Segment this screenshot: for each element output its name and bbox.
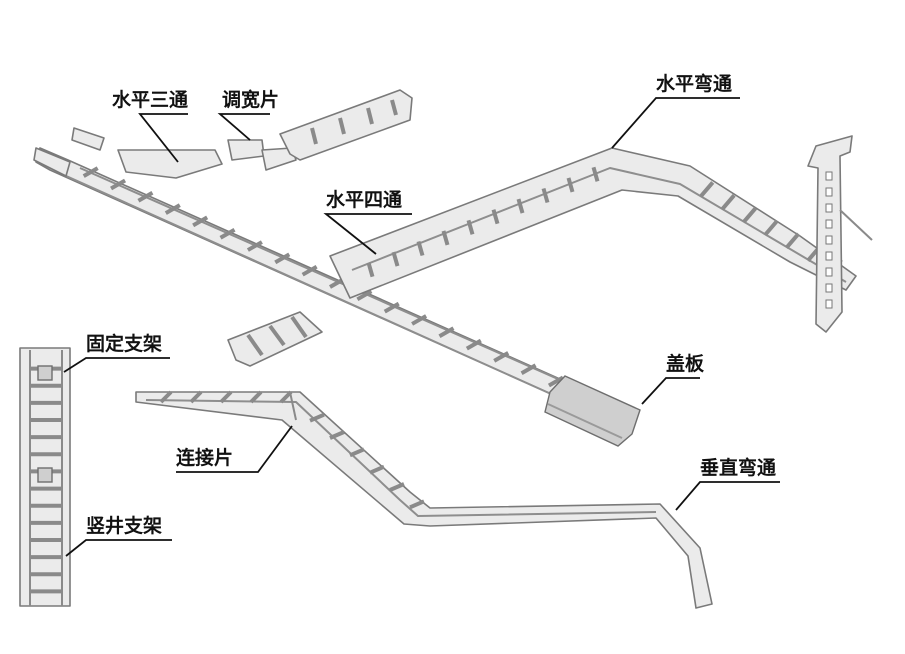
right-vertical-post xyxy=(807,135,873,333)
label-horizontal-cross: 水平四通 xyxy=(326,189,403,211)
ladder-rung xyxy=(301,264,318,277)
ladder-rung xyxy=(416,240,425,257)
ladder-rung xyxy=(466,219,475,235)
label-cover-plate: 盖板 xyxy=(666,352,705,375)
ladder-rung xyxy=(82,166,99,178)
leader-horizontal-cross xyxy=(323,213,412,255)
elbow-ladder-tray xyxy=(329,147,857,299)
shaft-support-ladder xyxy=(19,347,71,607)
label-horizontal-tee: 水平三通 xyxy=(112,89,189,111)
ladder-rung xyxy=(742,206,758,224)
cross-lower-left-branch xyxy=(227,311,323,367)
ladder-rung xyxy=(465,338,482,351)
label-shaft-support: 竖井支架 xyxy=(86,515,162,537)
post-slot xyxy=(825,187,833,197)
ladder-rung xyxy=(219,228,236,240)
ladder-rung xyxy=(110,178,127,191)
leader-shaft-support xyxy=(65,539,172,557)
ladder-rung xyxy=(329,430,345,440)
ladder-rung xyxy=(566,177,575,193)
ladder-rung xyxy=(383,301,400,314)
leader-fixed-support xyxy=(63,357,170,373)
leader-horizontal-tee xyxy=(138,113,188,163)
label-fixed-support: 固定支架 xyxy=(86,332,162,355)
ladder-rung xyxy=(349,447,365,458)
ladder-rung xyxy=(356,289,373,302)
ladder-rung xyxy=(159,390,173,404)
ladder-rung xyxy=(541,187,550,204)
ladder-rung xyxy=(249,390,263,404)
ladder-rung xyxy=(699,181,715,198)
label-vertical-elbow: 垂直弯通 xyxy=(700,456,777,479)
ladder-rung xyxy=(309,412,325,423)
ladder-rung xyxy=(409,499,425,510)
ladder-rung xyxy=(219,390,233,404)
ladder-rung xyxy=(491,209,500,225)
upper-tray-pieces xyxy=(33,89,413,179)
labels: 水平三通 调宽片 水平弯通 水平四通 固定支架 盖板 连接片 垂直弯通 竖井支架 xyxy=(86,72,777,537)
ladder-rung xyxy=(164,203,181,215)
label-width-adjust-plate: 调宽片 xyxy=(222,88,279,111)
ladder-rung xyxy=(192,215,209,228)
ladder-rung xyxy=(438,326,455,338)
post-slot xyxy=(825,203,833,213)
label-connector-plate: 连接片 xyxy=(176,446,233,469)
ladder-rung xyxy=(547,375,564,388)
ladder-rung xyxy=(366,262,375,278)
ladder-rung xyxy=(591,166,600,182)
ladder-rung xyxy=(720,193,736,211)
leader-horizontal-elbow xyxy=(611,97,740,149)
post-slot xyxy=(825,267,833,277)
ladder-rung xyxy=(520,363,537,375)
ladder-rung xyxy=(763,219,779,237)
leader-connector-plate xyxy=(176,425,293,473)
leader-vertical-elbow xyxy=(675,481,780,511)
post-slot xyxy=(825,219,833,229)
ladder-rung xyxy=(411,314,428,326)
leader-cover-plate xyxy=(641,377,700,405)
ladder-rung xyxy=(389,482,405,492)
post-slot xyxy=(825,235,833,245)
ladder-rung xyxy=(189,390,203,404)
ladder-rung xyxy=(246,240,263,252)
post-slot xyxy=(825,251,833,261)
post-slot xyxy=(825,283,833,293)
post-slot xyxy=(825,299,833,309)
ladder-rung xyxy=(137,191,154,203)
label-horizontal-elbow: 水平弯通 xyxy=(656,72,733,95)
lower-ladder-tray xyxy=(135,390,713,609)
ladder-rung xyxy=(369,464,385,475)
ladder-rung xyxy=(391,251,400,267)
leader-width-adjust xyxy=(217,113,270,141)
post-slot xyxy=(825,171,833,181)
cover-plate-shape xyxy=(544,375,641,447)
ladder-rung xyxy=(441,230,450,246)
ladder-rung xyxy=(274,252,291,265)
ladder-rung xyxy=(493,351,510,363)
ladder-rung xyxy=(279,390,293,404)
ladder-rung xyxy=(516,198,525,214)
leader-lines xyxy=(63,97,780,557)
ladder-rung xyxy=(784,232,800,250)
